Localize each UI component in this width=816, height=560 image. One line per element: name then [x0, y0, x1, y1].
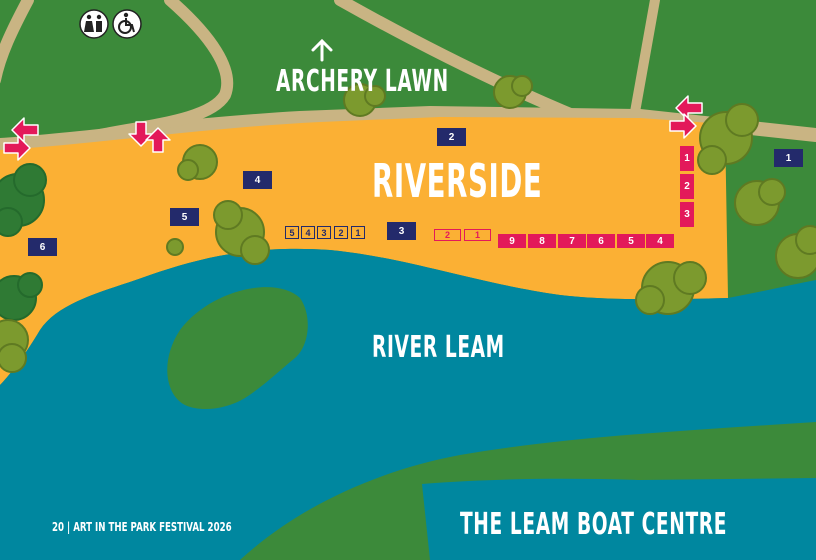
river-island — [167, 287, 308, 410]
toilets-icon — [79, 9, 109, 39]
red-stall-marker[interactable]: 5 — [617, 234, 645, 248]
navy-outline-stall[interactable]: 3 — [317, 226, 331, 239]
navy-outline-stall[interactable]: 5 — [285, 226, 299, 239]
red-stall-marker[interactable]: 8 — [528, 234, 556, 248]
navy-stall-marker[interactable]: 6 — [28, 238, 57, 256]
navy-stall-marker[interactable]: 2 — [437, 128, 466, 146]
page-footer: 20 | ART IN THE PARK FESTIVAL 2026 — [52, 520, 232, 534]
navy-stall-marker[interactable]: 4 — [243, 171, 272, 189]
boat-centre-label: THE LEAM BOAT CENTRE — [460, 507, 728, 542]
red-outline-stall[interactable]: 1 — [464, 229, 491, 241]
red-stall-marker[interactable]: 6 — [587, 234, 615, 248]
red-stall-marker[interactable]: 7 — [558, 234, 586, 248]
exit-arrow-icon — [669, 113, 697, 139]
red-stall-marker[interactable]: 4 — [646, 234, 674, 248]
red-outline-stall[interactable]: 2 — [434, 229, 461, 241]
north-arrow-icon — [311, 38, 333, 62]
river-leam-label: RIVER LEAM — [372, 330, 505, 365]
accessible-toilet-icon — [112, 9, 142, 39]
exit-arrow-icon — [3, 135, 31, 161]
exit-arrow-icon — [145, 127, 171, 153]
archery-lawn-label: ARCHERY LAWN — [276, 64, 449, 99]
trees — [0, 75, 816, 373]
navy-stall-marker[interactable]: 1 — [774, 149, 803, 167]
red-stall-marker[interactable]: 3 — [680, 202, 694, 227]
navy-outline-stall[interactable]: 4 — [301, 226, 315, 239]
boat-centre-water — [422, 478, 816, 560]
riverside-area — [0, 117, 728, 385]
navy-stall-marker[interactable]: 5 — [170, 208, 199, 226]
riverside-label: RIVERSIDE — [372, 154, 543, 208]
red-stall-marker[interactable]: 1 — [680, 146, 694, 171]
red-stall-marker[interactable]: 9 — [498, 234, 526, 248]
navy-outline-stall[interactable]: 2 — [334, 226, 348, 239]
navy-stall-marker[interactable]: 3 — [387, 222, 416, 240]
navy-outline-stall[interactable]: 1 — [351, 226, 365, 239]
red-stall-marker[interactable]: 2 — [680, 174, 694, 199]
